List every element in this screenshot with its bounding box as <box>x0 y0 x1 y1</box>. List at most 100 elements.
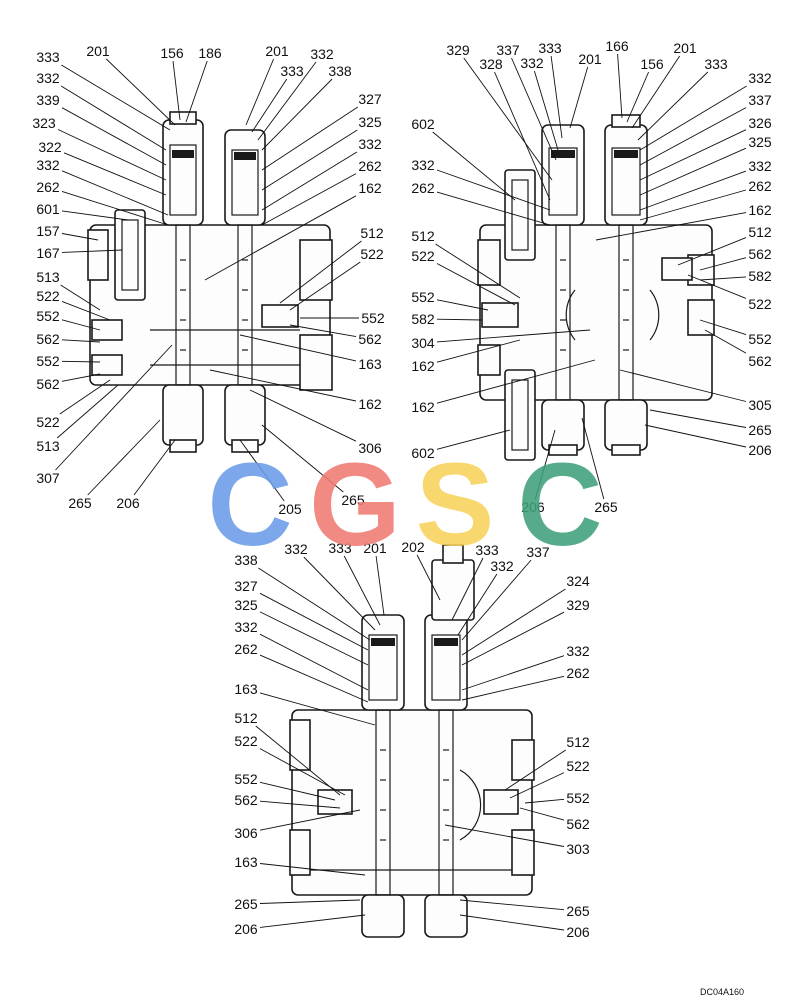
watermark: C G S C <box>207 439 602 571</box>
callout-label: 582 <box>411 311 435 327</box>
callout-label: 306 <box>234 825 258 841</box>
callout-label: 333 <box>475 542 499 558</box>
leader-line <box>57 129 167 181</box>
callout-label: 522 <box>360 246 384 262</box>
callout-label: 201 <box>363 540 387 556</box>
leader-line <box>239 439 285 502</box>
callout-label: 205 <box>278 501 302 517</box>
callout-label: 552 <box>566 790 590 806</box>
callout-label: 262 <box>566 665 590 681</box>
callout-label: 325 <box>748 134 772 150</box>
callout-label: 333 <box>538 40 562 56</box>
leader-line <box>699 257 747 271</box>
callout-label: 306 <box>358 440 382 456</box>
leader-line <box>436 169 551 211</box>
callout-label: 552 <box>36 308 60 324</box>
callout-label: 206 <box>566 924 590 940</box>
callout-label: 265 <box>234 896 258 912</box>
callout-label: 512 <box>748 224 772 240</box>
callout-label: 162 <box>411 399 435 415</box>
callout-label: 562 <box>566 816 590 832</box>
callout-label: 328 <box>479 56 503 72</box>
callout-label: 332 <box>358 136 382 152</box>
leader-line <box>461 588 566 656</box>
leader-line <box>581 417 605 500</box>
callout-label: 332 <box>748 70 772 86</box>
leader-line <box>261 424 344 493</box>
callout-label: 201 <box>265 43 289 59</box>
leader-line <box>617 53 623 119</box>
callout-label: 265 <box>748 422 772 438</box>
leader-line <box>279 240 362 304</box>
leader-line <box>494 71 551 201</box>
leader-line <box>261 106 359 171</box>
leader-line <box>436 299 489 311</box>
leader-line <box>704 329 747 354</box>
leader-line <box>259 809 361 831</box>
leader-line <box>259 611 369 666</box>
callout-label: 324 <box>566 573 590 589</box>
leader-line <box>61 107 167 166</box>
leader-line <box>631 55 681 129</box>
callout-label: 332 <box>284 541 308 557</box>
leader-line <box>343 555 381 626</box>
leader-line <box>504 749 567 791</box>
callout-label: 262 <box>411 180 435 196</box>
leader-line <box>61 373 101 382</box>
leader-line <box>619 369 747 402</box>
leader-line <box>259 654 369 703</box>
leader-line <box>459 899 565 911</box>
leader-line <box>60 85 167 151</box>
leader-line <box>461 675 565 701</box>
callout-label: 265 <box>594 499 618 515</box>
leader-line <box>432 131 516 201</box>
callout-label: 162 <box>748 202 772 218</box>
leader-line <box>61 360 101 363</box>
leader-line <box>259 692 376 726</box>
leader-line <box>461 655 565 691</box>
leader-line <box>60 284 101 311</box>
watermark-letter-3: S <box>416 439 495 571</box>
callout-label: 262 <box>358 158 382 174</box>
callout-label: 332 <box>36 157 60 173</box>
leader-line <box>245 58 275 126</box>
leader-line <box>261 151 358 211</box>
leader-line <box>436 359 596 404</box>
callout-label: 552 <box>411 289 435 305</box>
callout-label: 162 <box>358 396 382 412</box>
leader-line <box>639 107 747 166</box>
callout-label: 202 <box>401 539 425 555</box>
leader-line <box>436 318 483 321</box>
leader-line <box>259 863 366 876</box>
leader-line <box>259 899 361 904</box>
callout-label: 167 <box>36 245 60 261</box>
leader-line <box>289 261 361 311</box>
callout-label: 602 <box>411 445 435 461</box>
leader-line <box>639 147 747 196</box>
callout-label: 307 <box>36 470 60 486</box>
callout-label: 512 <box>566 734 590 750</box>
leader-line <box>251 78 288 133</box>
callout-label: 329 <box>446 42 470 58</box>
callout-label: 602 <box>411 116 435 132</box>
callout-label: 265 <box>68 495 92 511</box>
leader-line <box>461 559 532 641</box>
valve-3-body <box>289 544 535 938</box>
leader-line <box>534 429 556 500</box>
callout-label: 332 <box>310 46 334 62</box>
leader-line <box>436 263 516 306</box>
callout-label: 163 <box>234 854 258 870</box>
leader-line <box>261 129 358 191</box>
leader-line <box>261 78 333 151</box>
callout-label: 329 <box>566 597 590 613</box>
callout-label: 265 <box>341 492 365 508</box>
callout-label: 522 <box>566 758 590 774</box>
leader-line <box>249 389 357 442</box>
leader-line <box>259 800 341 809</box>
leader-line <box>259 592 369 651</box>
callout-label: 201 <box>86 43 110 59</box>
leader-line <box>61 339 101 343</box>
callout-label: 157 <box>36 223 60 239</box>
callout-label: 325 <box>234 597 258 613</box>
